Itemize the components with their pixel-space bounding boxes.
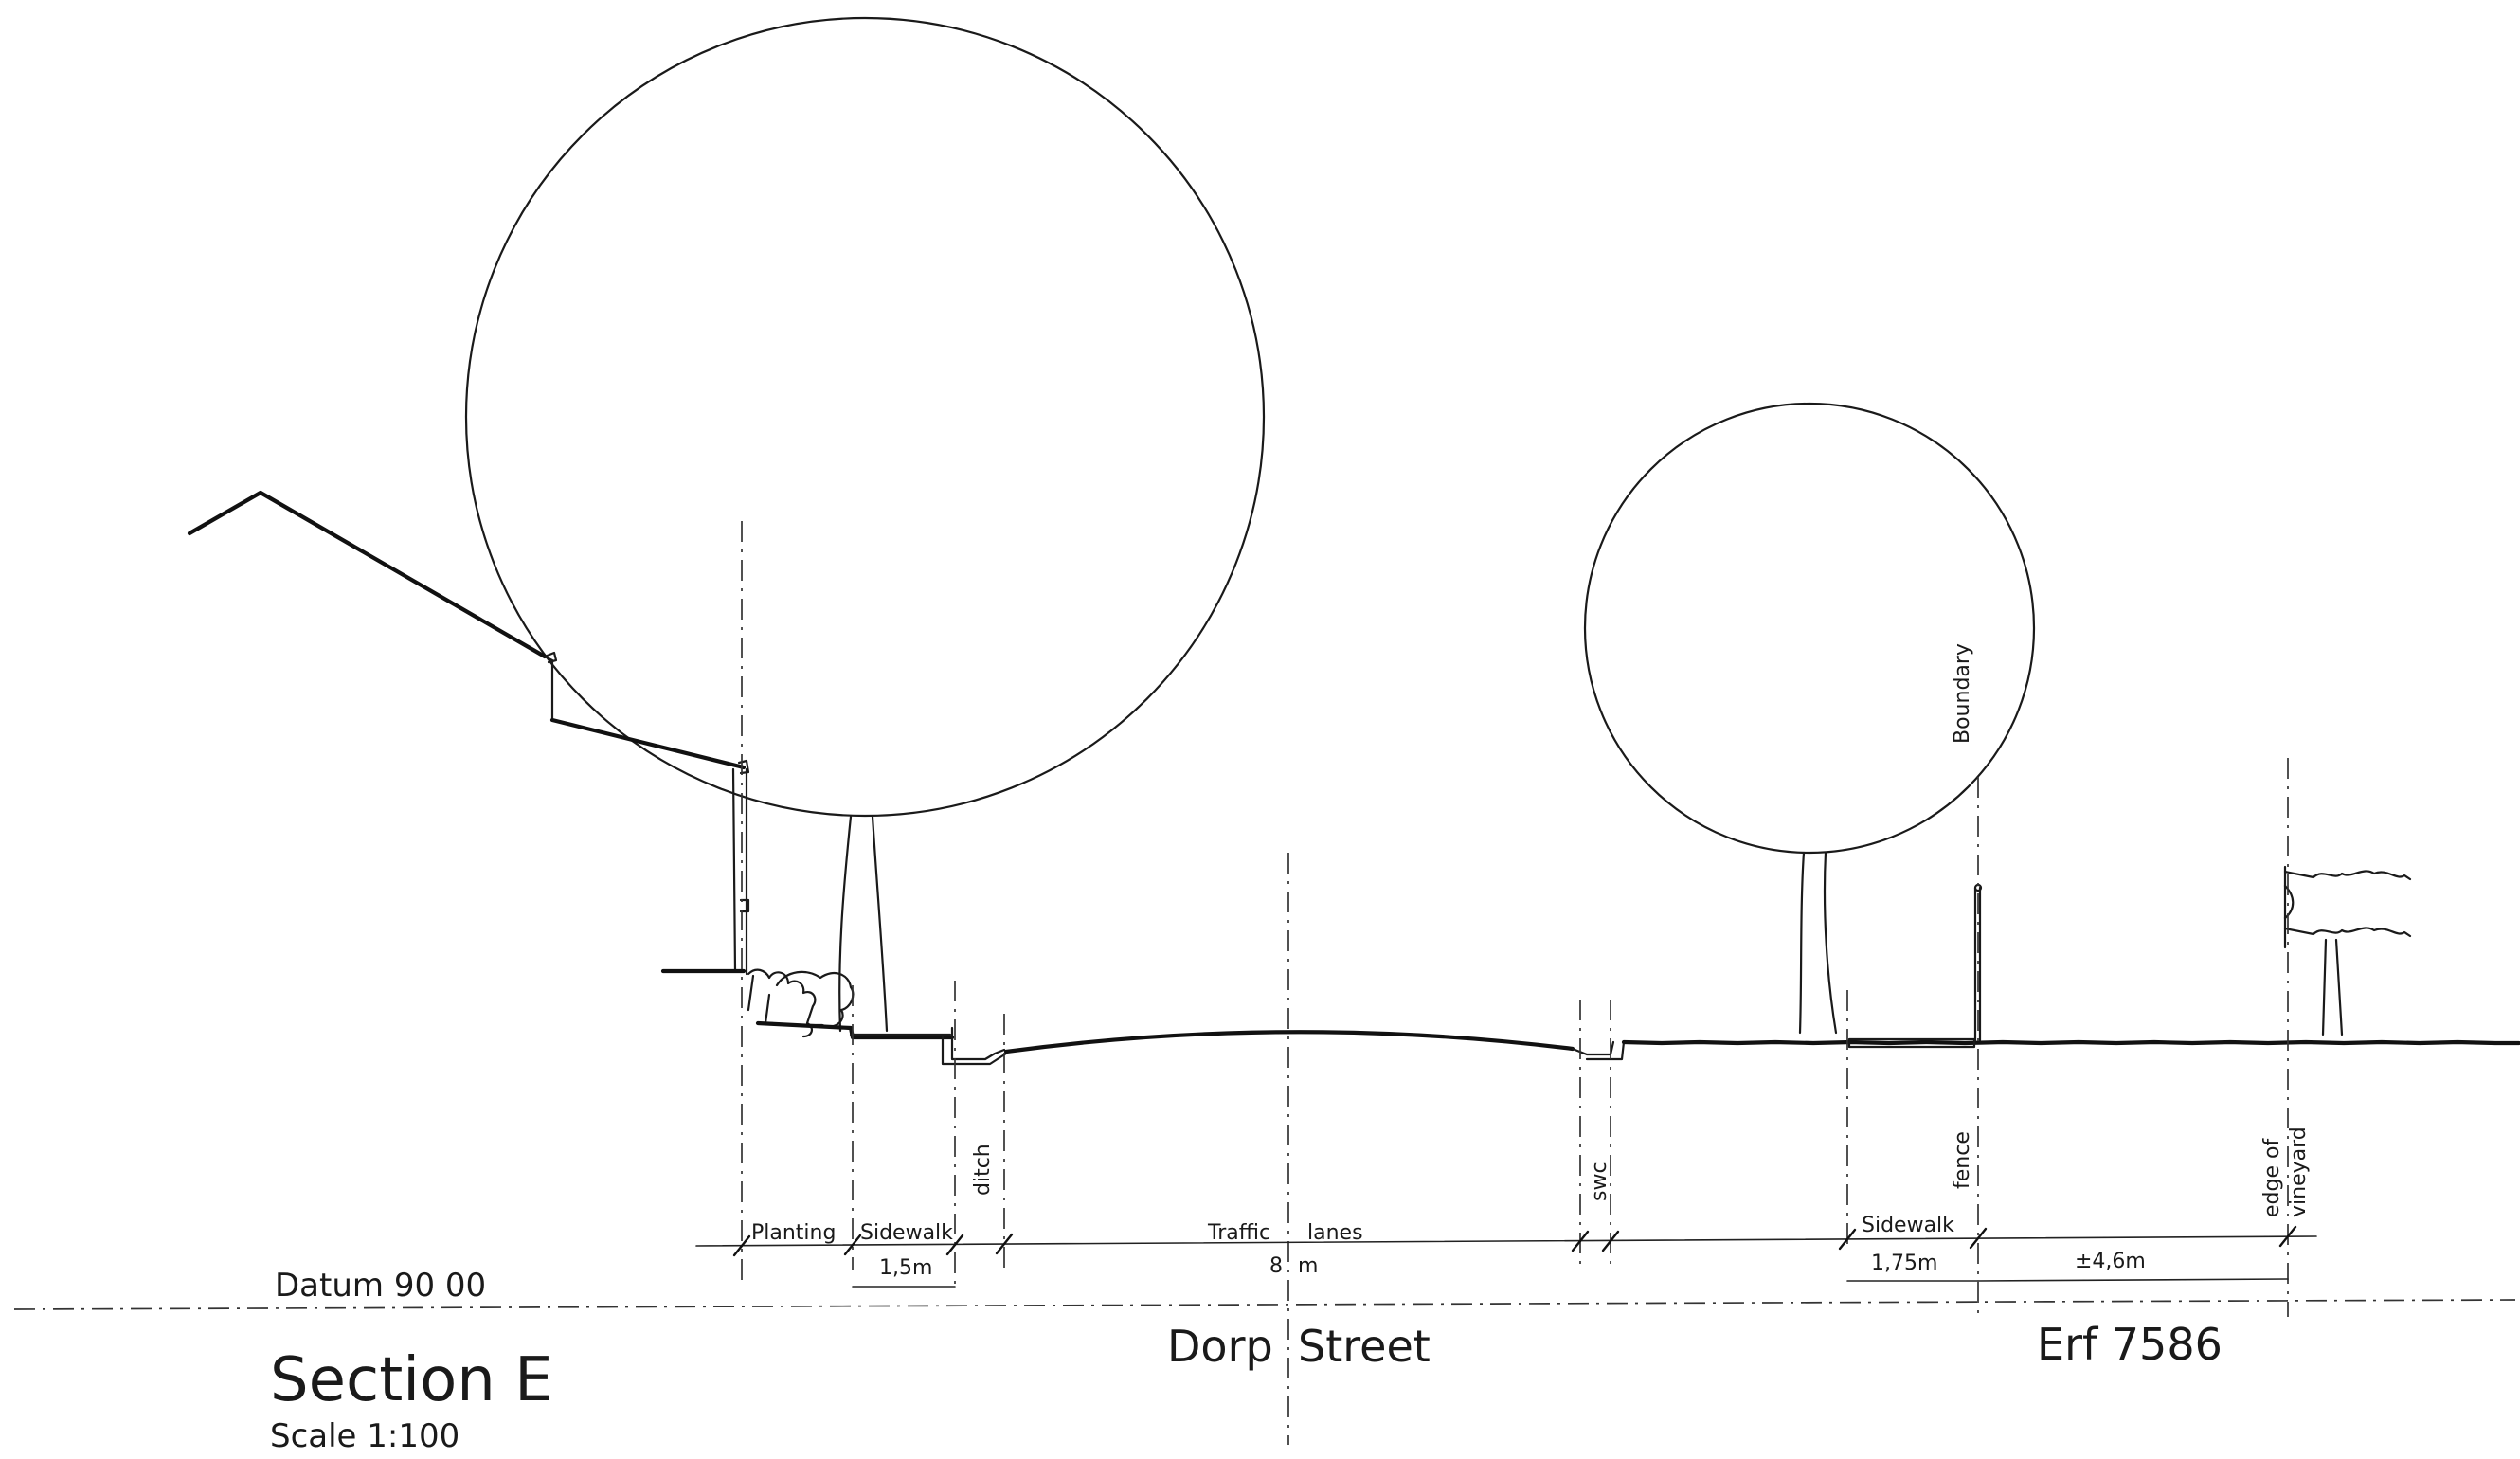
boundary-label: Boundary (1951, 643, 1974, 744)
sidewalk-left-label: Sidewalk (860, 1221, 953, 1245)
large-tree-canopy (464, 16, 1266, 818)
street-name-dorp: Dorp (1167, 1321, 1273, 1372)
fence-label: fence (1951, 1131, 1974, 1189)
traffic-width-num: 8 (1269, 1254, 1283, 1278)
datum-label: Datum 90 00 (275, 1267, 486, 1305)
dashed-guides (741, 521, 2289, 1445)
ditch-label: ditch (971, 1144, 995, 1196)
traffic-width-unit: m (1298, 1254, 1318, 1278)
datum-line (13, 1299, 2516, 1310)
lanes-label: lanes (1307, 1221, 1363, 1245)
small-tree-trunk (1798, 851, 1838, 1035)
sidewalk-right-width: 1,75m (1871, 1252, 1937, 1275)
sidewalk-left-width: 1,5m (879, 1256, 932, 1280)
erf-width: ±4,6m (2075, 1250, 2146, 1273)
large-tree-trunk (838, 815, 889, 1033)
vineyard-label: vineyard (2287, 1126, 2311, 1217)
traffic-label: Traffic (1207, 1221, 1270, 1245)
house-section (187, 490, 750, 976)
street-name-street: Street (1298, 1321, 1431, 1372)
sidewalk-right-label: Sidewalk (1862, 1214, 1954, 1237)
dimension-chain (695, 1225, 2317, 1288)
erf-label: Erf 7586 (2037, 1319, 2223, 1370)
scale-label: Scale 1:100 (270, 1417, 459, 1455)
ground-profile (755, 1020, 2520, 1066)
planting-label: Planting (751, 1221, 836, 1245)
small-tree-canopy (1583, 402, 2036, 855)
vineyard-vine (2283, 865, 2412, 1036)
swc-label: swc (1588, 1162, 1611, 1201)
section-title: Section E (270, 1345, 553, 1415)
edge-of-label: edge of (2260, 1138, 2284, 1217)
